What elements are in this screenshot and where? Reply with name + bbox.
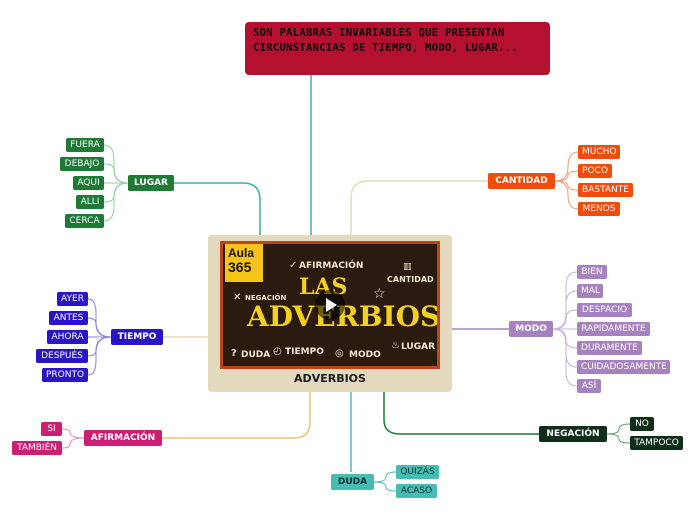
afirmacion-item-si[interactable]: SI: [41, 422, 62, 436]
tiempo-item-antes[interactable]: ANTES: [49, 311, 88, 325]
modo-item-despacio[interactable]: DESPACIO: [577, 303, 632, 317]
brand-line-1: Aula: [228, 246, 255, 260]
link-negacion: [383, 392, 539, 435]
afirmacion-item-tambien[interactable]: TAMBIÉN: [12, 441, 62, 455]
duda-item-acaso[interactable]: ACASO: [396, 484, 437, 498]
duda-item-quizas[interactable]: QUIZÁS: [396, 465, 439, 479]
tiempo-item-pronto[interactable]: PRONTO: [42, 368, 88, 382]
category-duda[interactable]: DUDA: [331, 474, 374, 490]
checkmark-icon: ✓: [289, 260, 298, 271]
video-tag-duda: DUDA: [241, 350, 271, 360]
afirmacion-leaf-links: [61, 428, 85, 449]
duda-leaf-links: [373, 471, 397, 492]
clock-icon: ◴: [273, 346, 282, 357]
brand-logo: Aula 365: [225, 244, 263, 282]
negacion-item-tampoco[interactable]: TAMPOCO: [630, 436, 683, 450]
tiempo-leaf-links: [87, 298, 112, 376]
category-lugar[interactable]: LUGAR: [128, 175, 174, 191]
video-tag-tiempo: TIEMPO: [285, 347, 324, 357]
spiral-icon: ◎: [335, 348, 344, 359]
lugar-item-cerca[interactable]: CERCA: [65, 214, 104, 228]
category-afirmacion[interactable]: AFIRMACIÓN: [84, 430, 162, 446]
category-modo[interactable]: MODO: [509, 321, 553, 337]
star-icon: ☆: [373, 286, 386, 302]
play-icon: [326, 298, 337, 312]
link-lugar: [172, 182, 261, 235]
modo-item-mal[interactable]: MAL: [577, 284, 603, 298]
cantidad-leaf-links: [554, 151, 579, 210]
modo-item-asi[interactable]: ASÍ: [577, 379, 601, 393]
bulb-icon: ♨: [391, 340, 400, 351]
definition-node[interactable]: SON PALABRAS INVARIABLES QUE PRESENTAN C…: [245, 22, 550, 75]
modo-leaf-links: [552, 271, 578, 387]
tiempo-item-ayer[interactable]: AYER: [57, 292, 88, 306]
central-topic-node[interactable]: Aula 365 ✓ AFIRMACIÓN ▥ CANTIDAD ✕ NEGAC…: [208, 235, 452, 392]
video-tag-negacion: NEGACIÓN: [245, 294, 287, 302]
modo-item-bien[interactable]: BIEN: [577, 265, 607, 279]
link-afirmacion: [162, 392, 311, 439]
video-tag-lugar: LUGAR: [401, 342, 436, 352]
lugar-item-fuera[interactable]: FUERA: [66, 138, 104, 152]
video-thumbnail[interactable]: Aula 365 ✓ AFIRMACIÓN ▥ CANTIDAD ✕ NEGAC…: [220, 241, 440, 369]
category-cantidad[interactable]: CANTIDAD: [488, 173, 555, 189]
tiempo-item-ahora[interactable]: AHORA: [47, 330, 88, 344]
lugar-leaf-links: [103, 144, 129, 222]
play-button[interactable]: [315, 290, 345, 320]
tiempo-item-despues[interactable]: DESPUÉS: [36, 349, 88, 363]
cantidad-item-mucho[interactable]: MUCHO: [578, 145, 620, 159]
lugar-item-alli[interactable]: ALLI: [76, 195, 104, 209]
modo-item-rapidamente[interactable]: RAPIDAMENTE: [577, 322, 650, 336]
negacion-leaf-links: [606, 423, 631, 444]
video-tag-afirmacion: AFIRMACIÓN: [299, 261, 364, 271]
brand-line-2: 365: [228, 259, 252, 275]
central-topic-label: ADVERBIOS: [294, 372, 366, 385]
cantidad-item-bastante[interactable]: BASTANTE: [578, 183, 633, 197]
category-tiempo[interactable]: TIEMPO: [111, 329, 163, 345]
chart-icon: ▥: [403, 262, 412, 272]
modo-item-cuidadosamente[interactable]: CUIDADOSAMENTE: [577, 360, 670, 374]
cross-icon: ✕: [233, 292, 242, 303]
question-icon: ?: [231, 348, 237, 359]
link-cantidad: [350, 180, 488, 235]
negacion-item-no[interactable]: NO: [630, 417, 654, 431]
category-negacion[interactable]: NEGACIÓN: [539, 426, 607, 442]
modo-item-duramente[interactable]: DURAMENTE: [577, 341, 642, 355]
lugar-item-aqui[interactable]: AQUI: [73, 176, 104, 190]
cantidad-item-poco[interactable]: POCO: [578, 164, 612, 178]
video-tag-cantidad: CANTIDAD: [387, 275, 434, 284]
cantidad-item-menos[interactable]: MENOS: [578, 202, 620, 216]
video-tag-modo: MODO: [349, 350, 381, 360]
lugar-item-debajo[interactable]: DEBAJO: [60, 157, 104, 171]
